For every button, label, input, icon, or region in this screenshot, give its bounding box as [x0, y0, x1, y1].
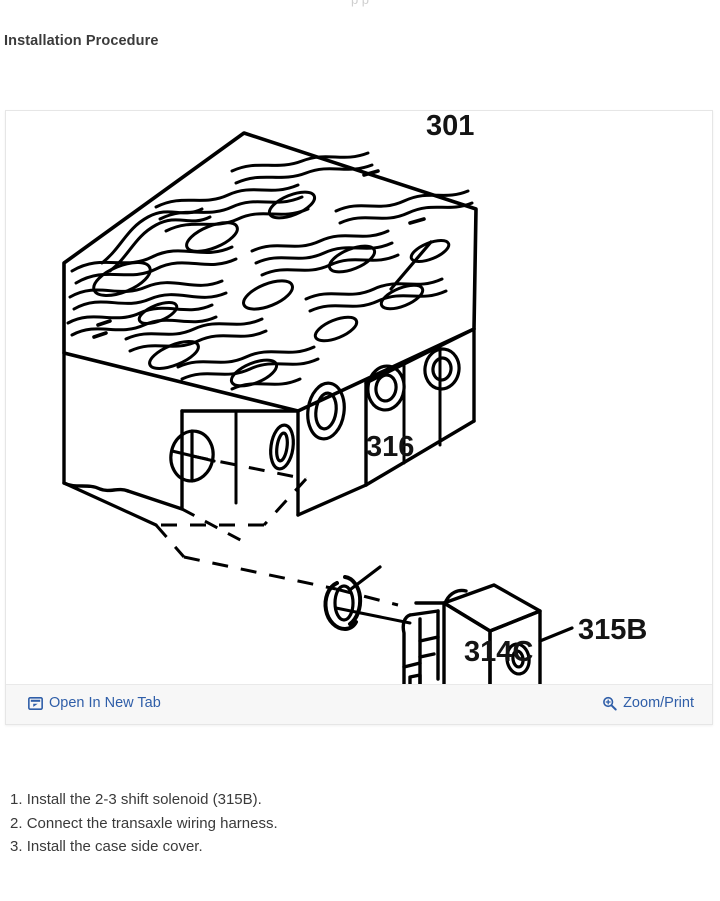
list-item: 1. Install the 2-3 shift solenoid (315B)…: [10, 788, 610, 812]
step-number: 1.: [10, 791, 23, 808]
zoom-print-label: Zoom/Print: [623, 695, 694, 711]
figure-toolbar: Open In New Tab Zoom/Print: [6, 684, 712, 724]
clipped-top-text: p p: [0, 0, 720, 8]
figure-panel: 301 316 315B 314C Open In New Tab: [5, 110, 713, 725]
callout-315b: 315B: [578, 614, 647, 646]
callout-316: 316: [366, 431, 414, 463]
step-number: 2.: [10, 814, 23, 832]
list-item: 3. Install the case side cover.: [10, 835, 610, 859]
open-in-new-tab-label: Open In New Tab: [49, 695, 161, 711]
step-text: Install the case side cover.: [26, 838, 203, 855]
procedure-steps-list: 1. Install the 2-3 shift solenoid (315B)…: [10, 788, 610, 859]
page-title: Installation Procedure: [4, 33, 159, 49]
magnifier-plus-icon: [602, 696, 617, 711]
open-in-new-tab-icon: [28, 696, 43, 711]
open-in-new-tab-link[interactable]: Open In New Tab: [28, 695, 161, 711]
diagram-viewport[interactable]: 301 316 315B 314C: [6, 111, 712, 684]
callout-314c: 314C: [464, 636, 533, 668]
zoom-print-link[interactable]: Zoom/Print: [602, 695, 694, 711]
step-text: Connect the transaxle wiring harness.: [26, 814, 278, 832]
exploded-view-diagram: 301 316 315B 314C: [6, 111, 712, 684]
step-number: 3.: [10, 838, 23, 855]
step-text: Install the 2-3 shift solenoid (315B).: [26, 791, 262, 808]
callout-301: 301: [426, 111, 474, 142]
list-item: 2. Connect the transaxle wiring harness.: [10, 812, 610, 836]
